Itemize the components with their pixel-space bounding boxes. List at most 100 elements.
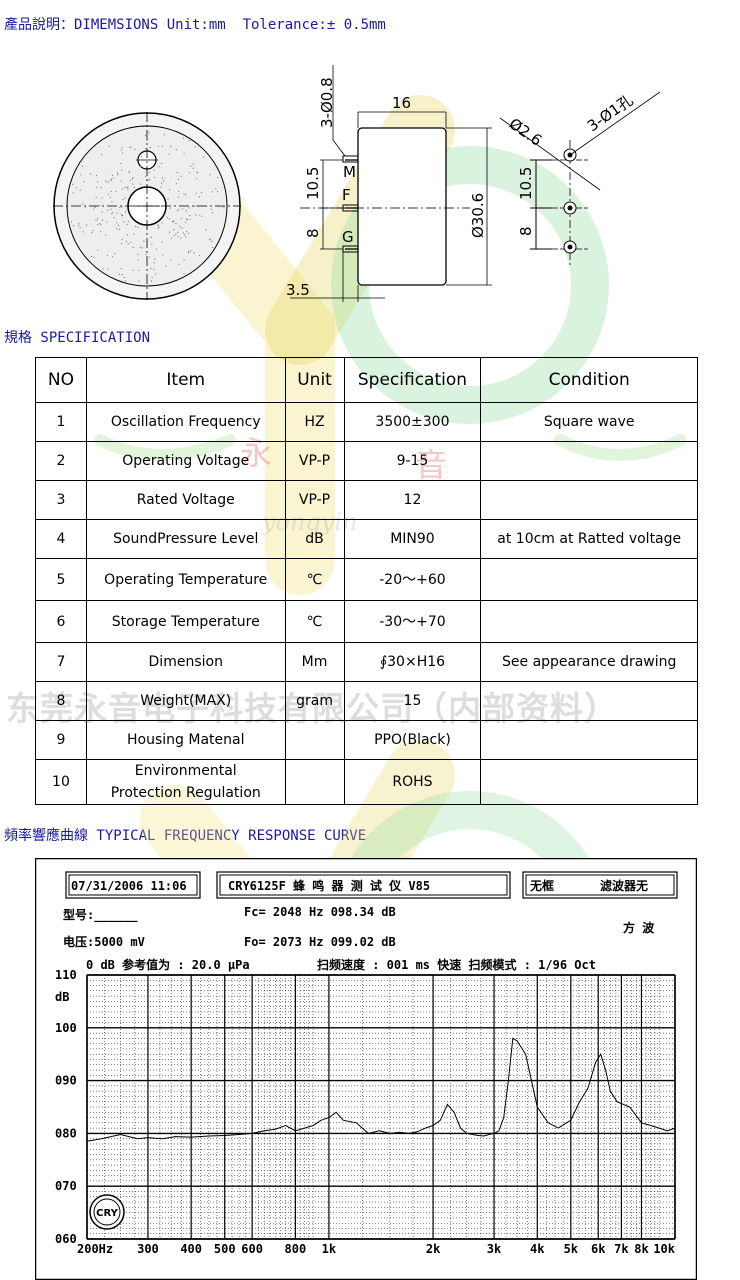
speckle-dot [110, 190, 112, 193]
cell-no: 10 [35, 759, 87, 805]
cell-no: 6 [35, 600, 87, 643]
cell-item: Operating Voltage [85, 441, 286, 481]
speckle-dot [99, 204, 101, 206]
speckle-dot [215, 188, 217, 190]
speckle-dot [162, 254, 164, 256]
speckle-dot [100, 231, 102, 233]
speckle-dot [111, 211, 113, 213]
cell-unit [284, 720, 345, 760]
speckle-dot [163, 134, 165, 136]
speckle-dot [132, 183, 134, 185]
speckle-dot [161, 182, 163, 184]
diameter-label: Ø30.6 [469, 193, 487, 238]
speckle-dot [111, 174, 113, 176]
speckle-dot [94, 206, 96, 208]
speckle-dot [188, 252, 190, 254]
cell-item: Housing Matenal [85, 720, 286, 760]
speckle-dot [123, 277, 125, 279]
pin-f-label: F [342, 186, 351, 204]
holes-label: 3-Ø0.8 [318, 77, 336, 128]
speckle-dot [107, 209, 109, 211]
speckle-dot [210, 208, 212, 210]
speckle-dot [153, 176, 156, 178]
cell-condition [480, 759, 698, 805]
speckle-dot [168, 153, 170, 155]
x-tick-label: 400 [180, 1242, 202, 1256]
speckle-dot [194, 146, 196, 148]
speckle-dot [75, 187, 78, 189]
header-item: Item [85, 357, 286, 403]
cell-item: Environmental Protection Regulation [85, 759, 286, 805]
speckle-dot [95, 174, 98, 177]
speckle-dot [185, 221, 187, 223]
speckle-dot [166, 216, 168, 218]
pin-length-label: 3.5 [286, 281, 310, 299]
speckle-dot [111, 213, 113, 215]
speckle-dot [129, 179, 131, 181]
curve-title: 頻率響應曲線 TYPICAL FREQUENCY RESPONSE CURVE [4, 828, 367, 844]
cry-logo: CRY [89, 1194, 125, 1230]
back-top-label: 10.5 [517, 167, 535, 200]
speckle-dot [173, 234, 176, 236]
dimensions-title: 產品說明：DIMEMSIONS Unit:mm Tolerance:± 0.5m… [4, 17, 386, 33]
speckle-dot [181, 227, 183, 229]
cell-unit: ℃ [284, 600, 345, 643]
speckle-dot [116, 172, 119, 174]
speckle-dot [223, 207, 225, 209]
speckle-dot [106, 221, 108, 223]
speckle-dot [91, 231, 93, 234]
speckle-dot [175, 183, 177, 185]
speckle-dot [190, 165, 192, 167]
speckle-dot [92, 229, 94, 232]
cell-item: SoundPressure Level [85, 519, 286, 559]
speckle-dot [85, 206, 87, 208]
speckle-dot [178, 209, 180, 211]
speckle-dot [177, 196, 179, 198]
speckle-dot [118, 228, 121, 230]
x-tick-label: 600 [241, 1242, 263, 1256]
speckle-dot [140, 166, 142, 168]
speckle-dot [193, 252, 195, 254]
h-top-label: 10.5 [304, 167, 322, 200]
x-tick-label: 6k [591, 1242, 606, 1256]
speckle-dot [121, 147, 123, 149]
speckle-dot [201, 215, 203, 217]
x-tick-label: 4k [530, 1242, 545, 1256]
pitch-dia-label: Ø2.6 [506, 115, 546, 150]
speckle-dot [176, 210, 178, 212]
speckle-dot [72, 192, 74, 194]
chart-ylabel: dB [55, 990, 69, 1004]
speckle-dot [149, 178, 151, 180]
speckle-dot [118, 273, 120, 275]
cell-specification: -20～+60 [343, 558, 482, 601]
cell-unit: dB [284, 519, 345, 559]
speckle-dot [212, 212, 214, 214]
speckle-dot [190, 250, 192, 252]
chart-ref-line: 0 dB 参考值为 : 20.0 µPa [86, 957, 250, 972]
h-bot-label: 8 [304, 228, 322, 238]
speckle-dot [183, 259, 185, 261]
speckle-dot [141, 247, 143, 249]
speckle-dot [97, 181, 99, 183]
cell-specification: -30～+70 [343, 600, 482, 643]
cell-specification: ∮30×H16 [343, 642, 482, 682]
speckle-dot [97, 249, 99, 251]
frequency-response-line [86, 1037, 676, 1142]
speckle-dot [148, 171, 150, 173]
speckle-dot [89, 173, 91, 175]
y-tick-label: 110 [55, 968, 77, 982]
speckle-dot [102, 219, 104, 221]
speckle-dot [117, 174, 119, 176]
cell-unit: VP-P [284, 441, 345, 481]
x-tick-label: 3k [487, 1242, 502, 1256]
speckle-dot [101, 197, 103, 199]
speckle-dot [137, 226, 139, 228]
speckle-dot [72, 183, 74, 185]
speckle-dot [121, 273, 123, 276]
speckle-dot [111, 256, 113, 258]
speckle-dot [156, 248, 158, 250]
